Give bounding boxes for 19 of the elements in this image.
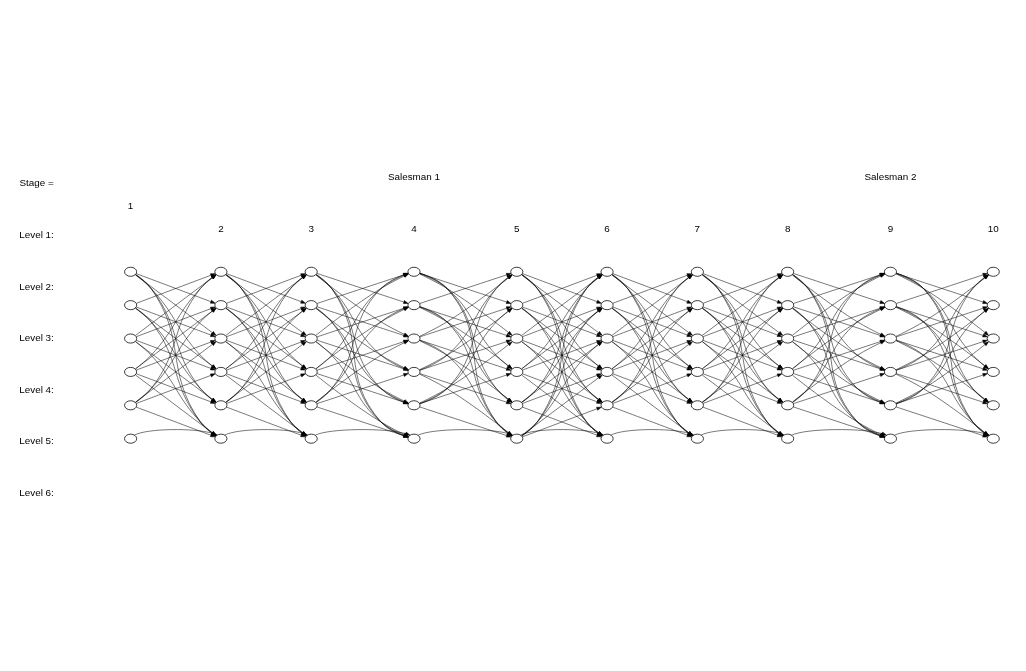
- label: Level 1:: [19, 228, 54, 240]
- label: Level 5:: [19, 435, 54, 447]
- label: 8: [784, 222, 791, 234]
- label: Salesman 2: [864, 171, 917, 183]
- label: 10: [987, 222, 999, 234]
- label: 9: [887, 222, 894, 234]
- label: 6: [604, 222, 610, 234]
- label: Level 2:: [19, 280, 54, 292]
- label: Level 4:: [19, 383, 54, 395]
- label: Level 6:: [19, 486, 54, 498]
- label: 7: [694, 222, 701, 234]
- label: Salesman 1: [387, 171, 441, 183]
- label: Stage =: [19, 177, 54, 189]
- label: 5: [514, 222, 520, 234]
- label: 2: [218, 222, 224, 234]
- label: 3: [308, 222, 314, 234]
- label: 4: [411, 222, 417, 234]
- label: Level 3:: [19, 332, 54, 344]
- label: 1: [127, 200, 134, 212]
